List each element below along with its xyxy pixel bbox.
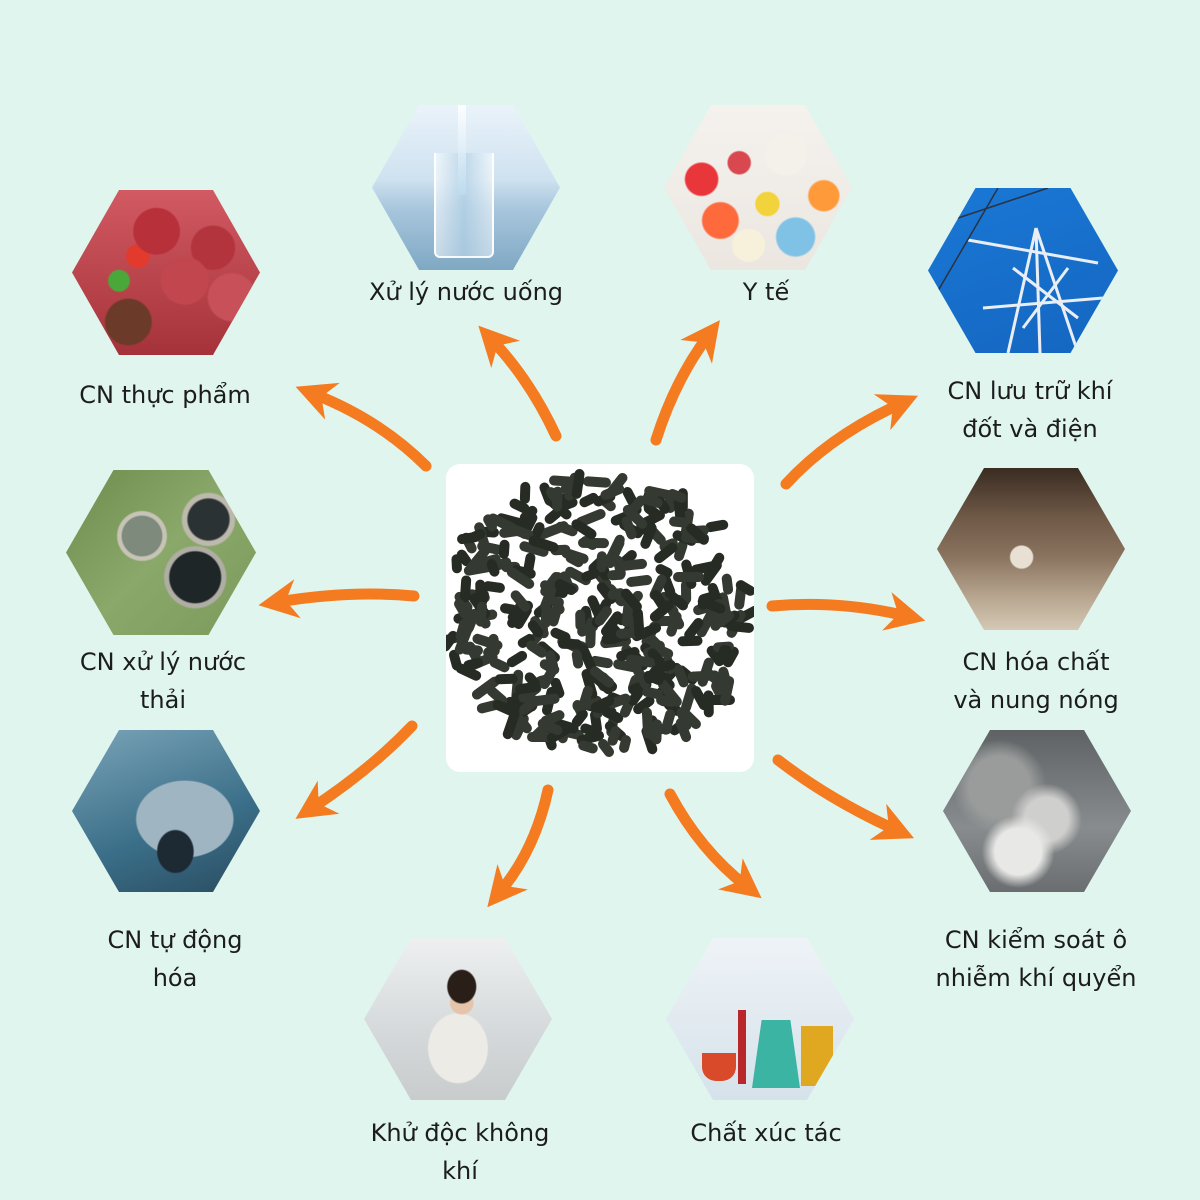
label-medical: Y tế [742, 278, 790, 306]
label-catalyst: Chất xúc tác [690, 1119, 842, 1147]
arrow-to-drinking-water-icon [478, 325, 562, 442]
tower-lattice [928, 188, 1104, 353]
label-automation: CN tự động hóa [107, 926, 243, 992]
power-tower-image [928, 188, 1118, 353]
woman-covering-nose-image [364, 938, 552, 1100]
arrow-to-air-pollution-control-icon [772, 754, 915, 840]
arrow-to-catalyst-icon [664, 788, 762, 899]
label-chemical-heating: CN hóa chất và nung nóng [953, 648, 1119, 714]
label-gas-electric-storage: CN lưu trữ khí đốt và điện [947, 377, 1113, 443]
smokestack-image [943, 730, 1131, 892]
food-meat-image [72, 190, 260, 355]
label-wastewater: CN xử lý nước thải [79, 648, 247, 714]
arrow-to-gas-electric-storage-icon [780, 394, 919, 490]
arrow-to-wastewater-icon [258, 579, 420, 619]
label-food-industry: CN thực phẩm [79, 381, 251, 409]
drinking-water-image [372, 105, 560, 270]
car-wireframe-image [72, 730, 260, 892]
arrow-to-medical-icon [650, 320, 720, 446]
lab-glassware-image [666, 938, 854, 1100]
industrial-furnace-image [937, 468, 1125, 630]
label-air-pollution-control: CN kiểm soát ô nhiễm khí quyển [935, 926, 1137, 992]
arrow-to-automation-icon [295, 720, 418, 819]
label-air-detox: Khử độc không khí [370, 1119, 550, 1185]
arrow-to-food-industry-icon [295, 382, 432, 472]
arrow-to-chemical-heating-icon [766, 592, 926, 631]
wastewater-plant-image [66, 470, 256, 635]
arrow-to-air-detox-icon [487, 784, 554, 908]
medical-pills-image [664, 105, 852, 270]
label-drinking-water: Xử lý nước uống [368, 278, 564, 306]
activated-carbon-pellets-image [446, 464, 754, 772]
